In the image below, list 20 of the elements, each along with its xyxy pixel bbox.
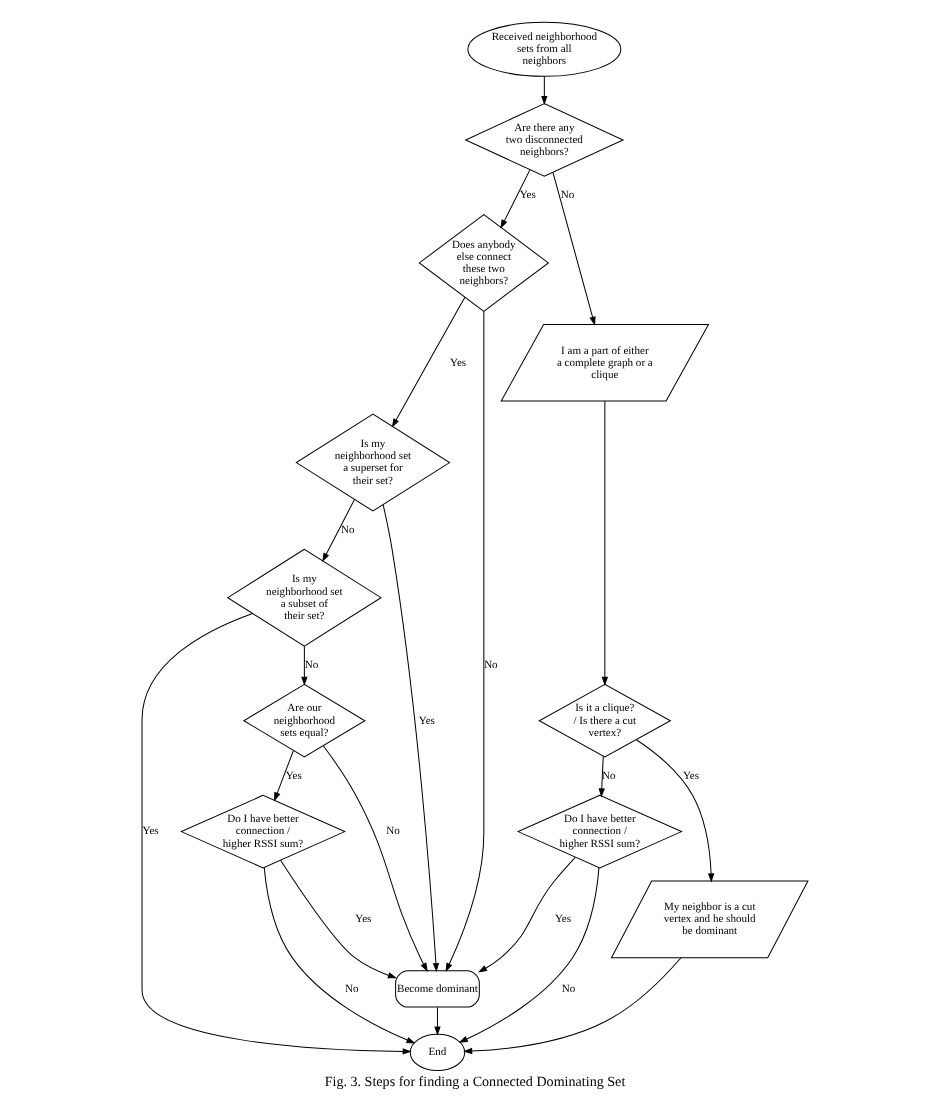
arrow <box>540 74 547 104</box>
arrow <box>462 956 681 1054</box>
arrow <box>433 1005 440 1035</box>
arrow <box>381 503 439 972</box>
arrow <box>551 171 595 325</box>
arrow <box>499 168 530 228</box>
arrow <box>457 866 599 1042</box>
arrow <box>262 866 415 1043</box>
arrow <box>444 309 484 972</box>
arrow <box>600 399 608 685</box>
arrow <box>477 856 575 972</box>
arrow <box>321 498 354 561</box>
arrow <box>390 295 465 427</box>
arrow <box>597 754 604 797</box>
arrow <box>140 611 411 1054</box>
arrow <box>279 858 396 978</box>
arrow <box>321 744 427 971</box>
arrow <box>273 749 293 801</box>
arrow <box>634 738 714 882</box>
arrow <box>300 644 307 685</box>
